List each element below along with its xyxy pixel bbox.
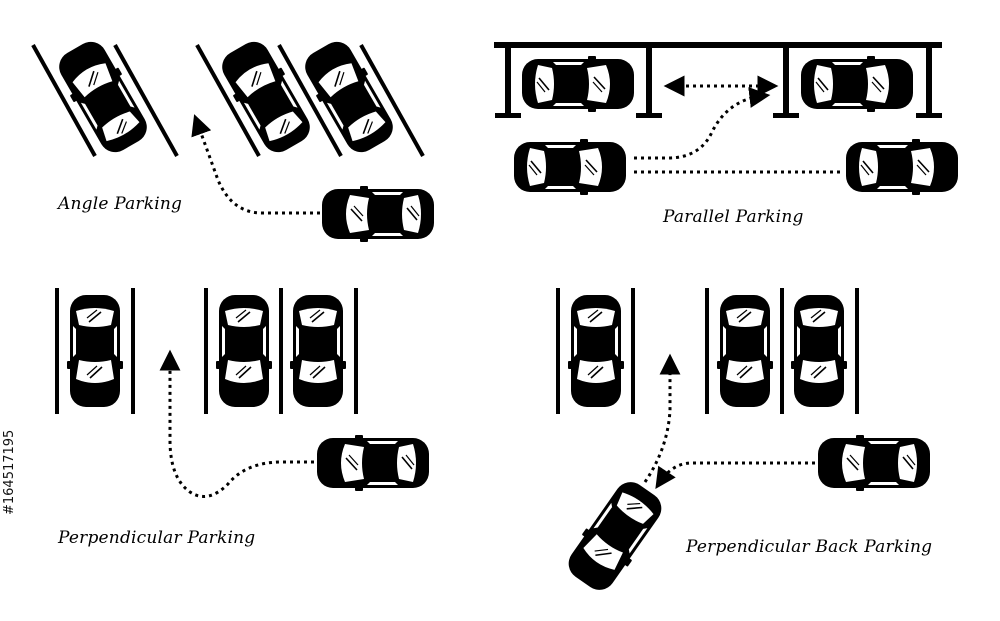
back-reversing-car <box>559 473 671 599</box>
back-parked-car-1 <box>567 294 625 408</box>
parallel-parking-caption: Parallel Parking <box>663 207 804 227</box>
perpendicular-parking-panel <box>55 288 430 498</box>
perpendicular-back-parking-caption: Perpendicular Back Parking <box>686 537 933 557</box>
perp-parked-car-2 <box>215 294 273 408</box>
angle-path-arrow <box>191 114 320 215</box>
back-reverse-arrow <box>643 353 681 483</box>
stock-id-label: #164517195 <box>2 429 17 515</box>
perp-moving-car <box>316 434 430 492</box>
parallel-moving-car-1 <box>513 138 627 196</box>
back-parked-car-2 <box>716 294 774 408</box>
perpendicular-bay-lines <box>55 288 358 414</box>
back-moving-car <box>817 434 931 492</box>
angle-bay-lines <box>31 44 425 157</box>
parallel-curb-structure <box>494 42 942 118</box>
angle-parked-car-2 <box>212 33 320 161</box>
perp-parked-car-3 <box>289 294 347 408</box>
parallel-parking-panel <box>494 42 959 196</box>
parallel-parked-car-2 <box>800 55 914 113</box>
angle-parked-car-3 <box>295 33 403 161</box>
perpendicular-parking-caption: Perpendicular Parking <box>58 528 256 548</box>
parallel-moving-car-2 <box>845 138 959 196</box>
angle-parked-car-1 <box>49 33 157 161</box>
perpendicular-back-parking-panel <box>556 288 931 599</box>
back-parked-car-3 <box>790 294 848 408</box>
angle-parking-panel <box>31 33 435 243</box>
perp-parked-car-1 <box>66 294 124 408</box>
parallel-path-arrow <box>634 87 771 160</box>
back-approach-arrow <box>655 461 815 489</box>
back-bay-lines <box>556 288 859 414</box>
parallel-parked-car-1 <box>521 55 635 113</box>
angle-parking-caption: Angle Parking <box>58 194 183 214</box>
angle-moving-car <box>321 185 435 243</box>
